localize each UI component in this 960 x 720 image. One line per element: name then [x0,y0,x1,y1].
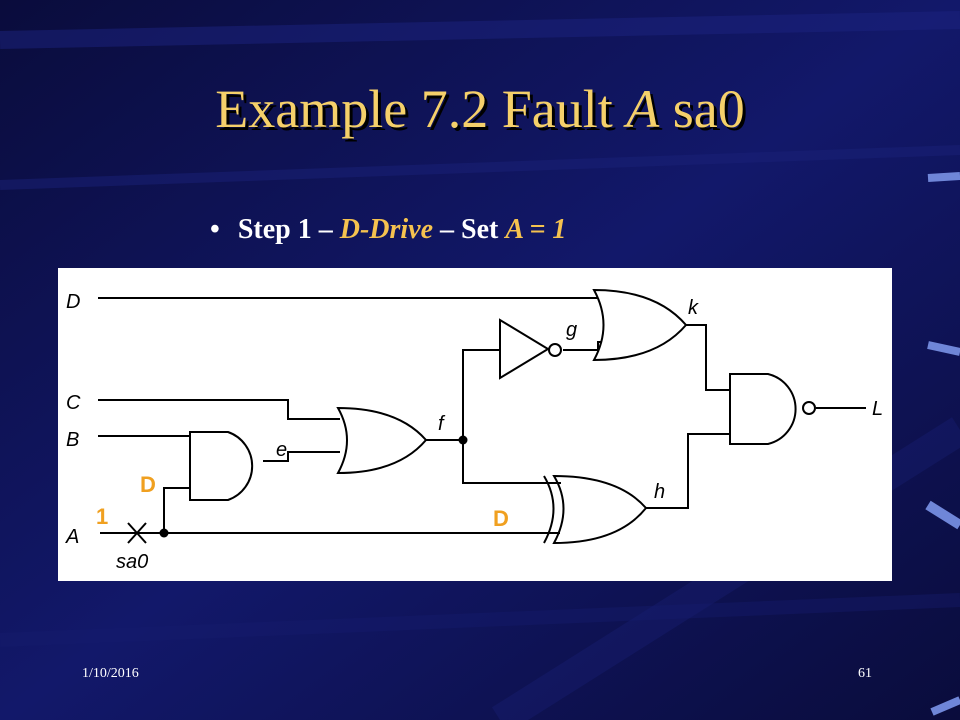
nand-gate-L [729,373,797,445]
nand-bubble [802,401,816,415]
wire-h [646,433,736,509]
input-label-C: C [66,392,81,414]
net-label-g: g [566,319,577,341]
not-gate-g [499,318,550,380]
wire-e [263,451,340,462]
not-bubble [548,343,562,357]
wire-f-down [462,440,548,484]
junction-dot-f [458,435,468,445]
or-gate-k [592,288,688,362]
method-label: D-Drive [339,214,434,245]
bullet-step-1: • Step 1 – D-Drive – Set A = 1 [210,214,566,246]
title-prefix: Example 7.2 Fault [215,79,627,139]
input-label-A: A [65,526,79,548]
net-label-k: k [688,297,699,319]
wire-k [686,324,736,391]
d-value-e-input: D [140,472,156,497]
fault-cross-icon [127,522,147,544]
fault-label: sa0 [116,551,148,573]
footer-page-number: 61 [858,666,872,681]
step-label: Step 1 – [237,214,340,245]
input-label-D: D [66,291,80,313]
input-label-B: B [66,429,79,451]
wire-C [98,399,340,420]
d-value-xor-input: D [493,506,509,531]
assignment-label: A = 1 [505,214,567,245]
separator-label: – Set [433,214,506,245]
junction-dot-A [159,528,169,538]
xor-input-arc [543,475,555,544]
title-variable: A [626,79,660,139]
xor-gate-h [552,474,648,545]
net-label-e: e [276,439,287,461]
net-label-f: f [438,413,446,435]
wire-f-up [462,349,500,440]
bullet-dot-icon: • [210,214,220,245]
slide-title: Example 7.2 Fault A sa0 [0,78,960,140]
circuit-diagram: D C B A e f g h k L sa0 D 1 D [58,268,892,581]
wire-D [98,297,614,309]
footer-date: 1/10/2016 [82,666,139,681]
one-value-A: 1 [96,504,108,529]
or-gate-f [336,406,428,475]
title-suffix: sa0 [659,79,745,139]
wire-g [563,341,603,351]
net-label-h: h [654,481,665,503]
and-gate-e [189,431,254,501]
wire-A-branch [163,487,190,533]
output-label-L: L [872,398,883,420]
